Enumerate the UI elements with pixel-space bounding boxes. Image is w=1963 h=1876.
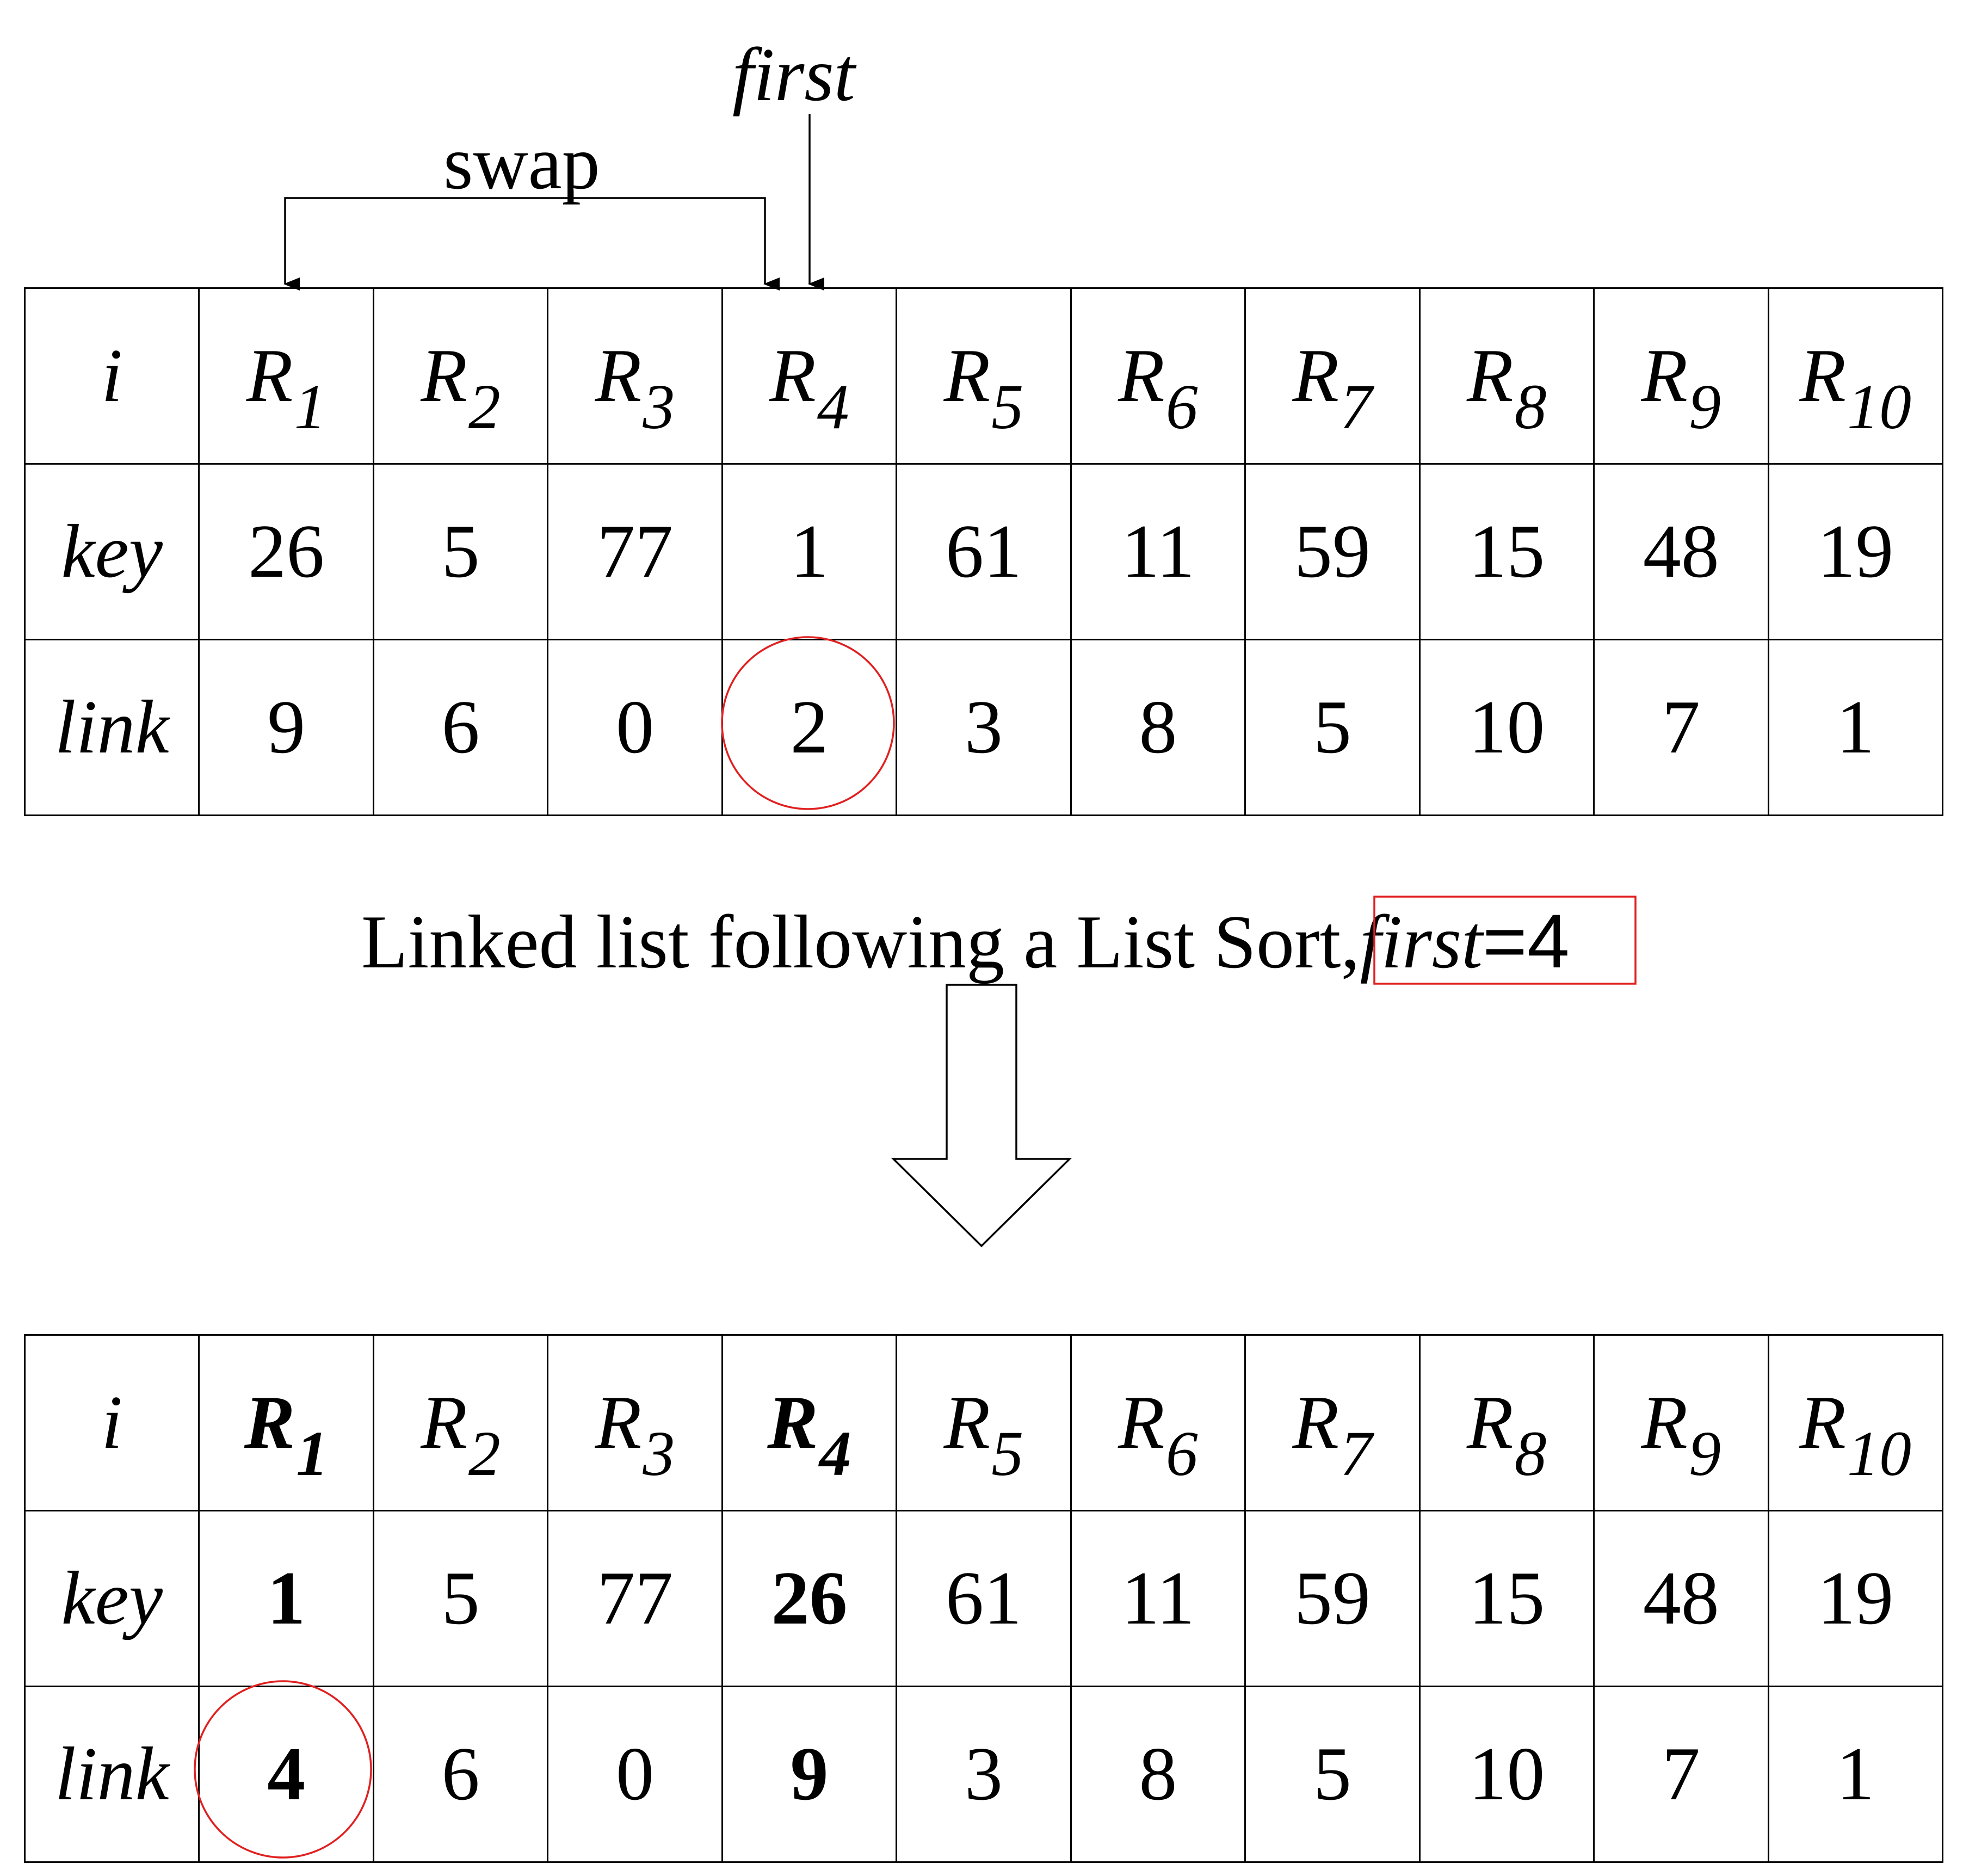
row-label-key: key (23, 463, 200, 640)
link-cell: 6 (372, 639, 549, 816)
key-cell: 11 (1070, 463, 1246, 640)
header-r3: R3 (547, 287, 723, 465)
header-r7: R7 (1244, 1334, 1421, 1511)
table-row-index: i R1 R2 R3 R4 R5 R6 R7 R8 R9 R10 (23, 287, 1944, 465)
header-r3: R3 (547, 1334, 723, 1511)
table-before-swap: i R1 R2 R3 R4 R5 R6 R7 R8 R9 R10 key 26 … (23, 287, 1944, 816)
key-cell: 1 (198, 1510, 374, 1687)
key-cell: 1 (721, 463, 898, 640)
header-r5: R5 (896, 1334, 1072, 1511)
table-row-key: key 1 5 77 26 61 11 59 15 48 19 (23, 1510, 1944, 1687)
link-cell: 9 (198, 639, 374, 816)
table-row-key: key 26 5 77 1 61 11 59 15 48 19 (23, 463, 1944, 640)
row-label-link: link (23, 639, 200, 816)
header-r8: R8 (1418, 287, 1595, 465)
highlight-circle-bottom (194, 1680, 372, 1859)
key-cell: 15 (1418, 1510, 1595, 1687)
key-cell: 19 (1767, 463, 1944, 640)
key-cell: 5 (372, 463, 549, 640)
key-cell: 26 (198, 463, 374, 640)
header-r10: R10 (1767, 287, 1944, 465)
key-cell: 61 (896, 1510, 1072, 1687)
header-r8: R8 (1418, 1334, 1595, 1511)
link-cell: 3 (896, 1686, 1072, 1863)
swap-label: swap (443, 121, 600, 205)
key-cell: 19 (1767, 1510, 1944, 1687)
header-r9: R9 (1593, 287, 1769, 465)
link-cell: 8 (1070, 639, 1246, 816)
row-label-i: i (23, 1334, 200, 1511)
key-cell: 61 (896, 463, 1072, 640)
link-cell: 0 (547, 639, 723, 816)
table-row-link: link 4 6 0 9 3 8 5 10 7 1 (23, 1686, 1944, 1863)
key-cell: 5 (372, 1510, 549, 1687)
first-pointer-label: first (732, 33, 855, 117)
key-cell: 59 (1244, 1510, 1421, 1687)
caption: Linked list following a List Sort,first=… (361, 903, 1570, 980)
link-cell: 7 (1593, 639, 1769, 816)
header-r4: R4 (721, 1334, 898, 1511)
link-cell: 10 (1418, 1686, 1595, 1863)
link-cell: 1 (1767, 1686, 1944, 1863)
link-cell: 3 (896, 639, 1072, 816)
link-cell: 0 (547, 1686, 723, 1863)
link-cell: 8 (1070, 1686, 1246, 1863)
key-cell: 77 (547, 1510, 723, 1687)
key-cell: 48 (1593, 463, 1769, 640)
header-r7: R7 (1244, 287, 1421, 465)
key-cell: 26 (721, 1510, 898, 1687)
row-label-i: i (23, 287, 200, 465)
link-cell: 7 (1593, 1686, 1769, 1863)
caption-equals-value: =4 (1483, 898, 1570, 984)
header-r2: R2 (372, 287, 549, 465)
table-row-link: link 9 6 0 2 3 8 5 10 7 1 (23, 639, 1944, 816)
header-r2: R2 (372, 1334, 549, 1511)
down-arrow-icon (891, 984, 1072, 1248)
swap-arrow (283, 197, 780, 291)
link-cell: 5 (1244, 639, 1421, 816)
row-label-link: link (23, 1686, 200, 1863)
table-after-swap: i R1 R2 R3 R4 R5 R6 R7 R8 R9 R10 key 1 5… (23, 1334, 1944, 1863)
header-r1: R1 (198, 1334, 374, 1511)
header-r6: R6 (1070, 287, 1246, 465)
key-cell: 59 (1244, 463, 1421, 640)
header-r4: R4 (721, 287, 898, 465)
caption-highlight-box (1373, 896, 1637, 985)
header-r9: R9 (1593, 1334, 1769, 1511)
link-cell: 5 (1244, 1686, 1421, 1863)
key-cell: 11 (1070, 1510, 1246, 1687)
link-cell: 9 (721, 1686, 898, 1863)
key-cell: 48 (1593, 1510, 1769, 1687)
link-cell: 4 (198, 1686, 374, 1863)
highlight-circle-top (721, 636, 895, 810)
table-row-index: i R1 R2 R3 R4 R5 R6 R7 R8 R9 R10 (23, 1334, 1944, 1511)
header-r6: R6 (1070, 1334, 1246, 1511)
header-r5: R5 (896, 287, 1072, 465)
key-cell: 77 (547, 463, 723, 640)
caption-first: first (1360, 900, 1483, 984)
header-r10: R10 (1767, 1334, 1944, 1511)
link-cell: 6 (372, 1686, 549, 1863)
caption-text: Linked list following a List Sort, (361, 900, 1360, 984)
row-label-key: key (23, 1510, 200, 1687)
key-cell: 15 (1418, 463, 1595, 640)
link-cell: 10 (1418, 639, 1595, 816)
link-cell: 1 (1767, 639, 1944, 816)
